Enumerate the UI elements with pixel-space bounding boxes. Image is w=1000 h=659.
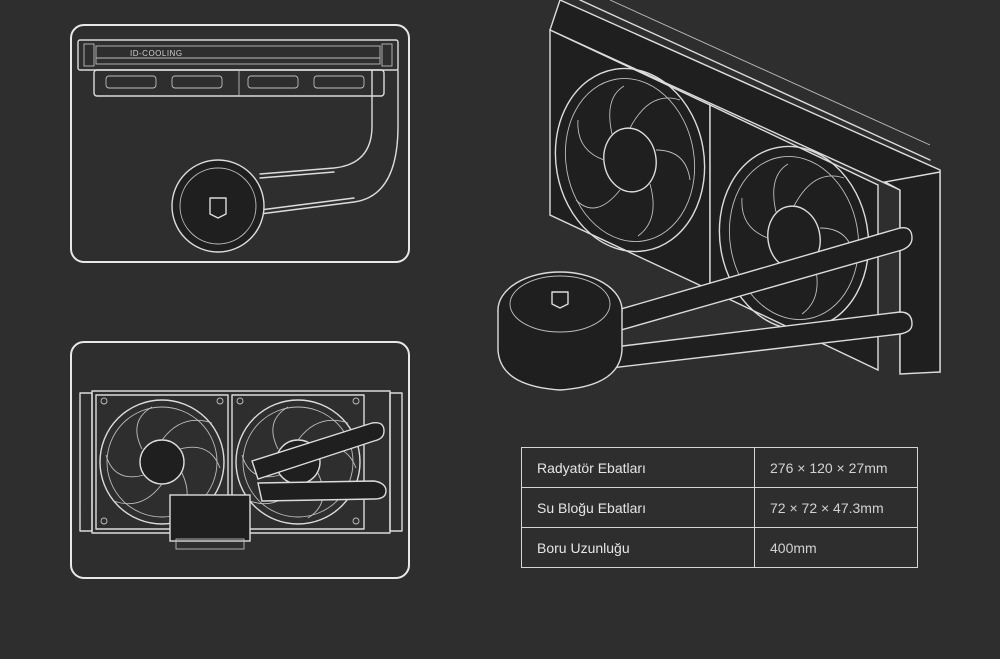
isometric-drawing: [497, 0, 941, 391]
front-view-panel: [70, 341, 410, 579]
brand-logo: ID-COOLING: [130, 49, 183, 58]
top-view-drawing: [77, 39, 399, 253]
table-row: Boru Uzunluğu 400mm: [521, 527, 918, 568]
spec-value: 72 × 72 × 47.3mm: [754, 487, 918, 528]
table-row: Su Bloğu Ebatları 72 × 72 × 47.3mm: [521, 487, 918, 528]
front-view-drawing: [79, 390, 403, 550]
spec-label: Radyatör Ebatları: [521, 447, 755, 488]
spec-table: Radyatör Ebatları 276 × 120 × 27mm Su Bl…: [521, 447, 918, 568]
table-row: Radyatör Ebatları 276 × 120 × 27mm: [521, 447, 918, 488]
spec-label: Boru Uzunluğu: [521, 527, 755, 568]
spec-value: 400mm: [754, 527, 918, 568]
top-view-panel: ID-COOLING: [70, 24, 410, 263]
spec-value: 276 × 120 × 27mm: [754, 447, 918, 488]
spec-label: Su Bloğu Ebatları: [521, 487, 755, 528]
